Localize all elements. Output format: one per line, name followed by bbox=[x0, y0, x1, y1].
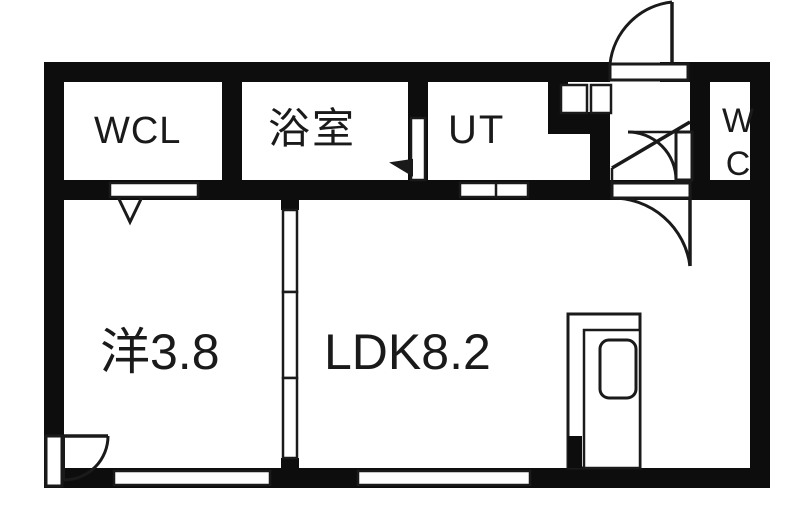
bath-door-direction-arrow bbox=[389, 158, 413, 177]
entry-step-line bbox=[611, 120, 691, 170]
window-south-left[interactable] bbox=[112, 469, 272, 487]
wall-hall-wc bbox=[690, 62, 710, 200]
bathroom-door[interactable] bbox=[389, 116, 427, 182]
yo-door-swing-arc bbox=[63, 435, 110, 482]
western-room-door[interactable] bbox=[44, 434, 110, 488]
wall-exterior-top-left bbox=[44, 62, 609, 82]
ut-cabinet-blocks bbox=[559, 83, 613, 115]
window-south-right[interactable] bbox=[356, 469, 532, 487]
room-label-wc: W C bbox=[722, 100, 754, 185]
wcl-door-swing-marker bbox=[116, 196, 144, 226]
wc-door-leaf[interactable] bbox=[674, 130, 694, 182]
kitchen-counter-base bbox=[568, 436, 582, 468]
cabinet-block-right bbox=[589, 83, 613, 115]
yo-door-leaf[interactable] bbox=[44, 434, 64, 488]
room-label-western-room: 洋3.8 bbox=[100, 324, 220, 380]
partition-panel-2[interactable] bbox=[281, 290, 299, 380]
kitchen-counter bbox=[566, 312, 642, 470]
wall-wcl-bath bbox=[222, 62, 242, 200]
wc-door[interactable] bbox=[627, 130, 694, 182]
wall-entry-jamb-left bbox=[590, 62, 610, 82]
room-label-bathroom: 浴室 bbox=[268, 105, 357, 152]
entrance-door[interactable] bbox=[608, 0, 690, 82]
partition-head bbox=[281, 200, 299, 210]
bath-door-leaf[interactable] bbox=[409, 116, 427, 182]
partition-panel-3[interactable] bbox=[281, 376, 299, 460]
south-windows bbox=[112, 469, 532, 487]
room-label-wc-line1: W bbox=[722, 102, 755, 140]
wcl-door-leaf[interactable] bbox=[108, 181, 200, 199]
partition-panel-1[interactable] bbox=[281, 208, 299, 294]
ut-door-panel-2[interactable] bbox=[494, 181, 530, 199]
room-label-wcl: WCL bbox=[94, 110, 182, 152]
cabinet-block-left bbox=[559, 83, 589, 115]
partition-sliding-3-panel bbox=[281, 200, 299, 468]
hall-door-leaf[interactable] bbox=[610, 181, 692, 200]
wall-exterior-left bbox=[44, 62, 64, 488]
entrance-door-swing-arc bbox=[608, 0, 673, 65]
kitchen-sink bbox=[598, 338, 638, 400]
entrance-door-leaf[interactable] bbox=[608, 62, 690, 82]
room-label-ldk: LDK8.2 bbox=[324, 324, 491, 380]
room-label-wc-line2: C bbox=[725, 144, 751, 183]
wall-exterior-right bbox=[750, 62, 770, 488]
partition-foot bbox=[281, 458, 299, 468]
wcl-closet-door[interactable] bbox=[108, 181, 200, 226]
hall-door-swing-arc bbox=[611, 196, 692, 267]
room-label-ut: UT bbox=[448, 108, 506, 152]
hall-to-ldk-door[interactable] bbox=[610, 181, 692, 267]
ut-sliding-door[interactable] bbox=[458, 181, 530, 199]
